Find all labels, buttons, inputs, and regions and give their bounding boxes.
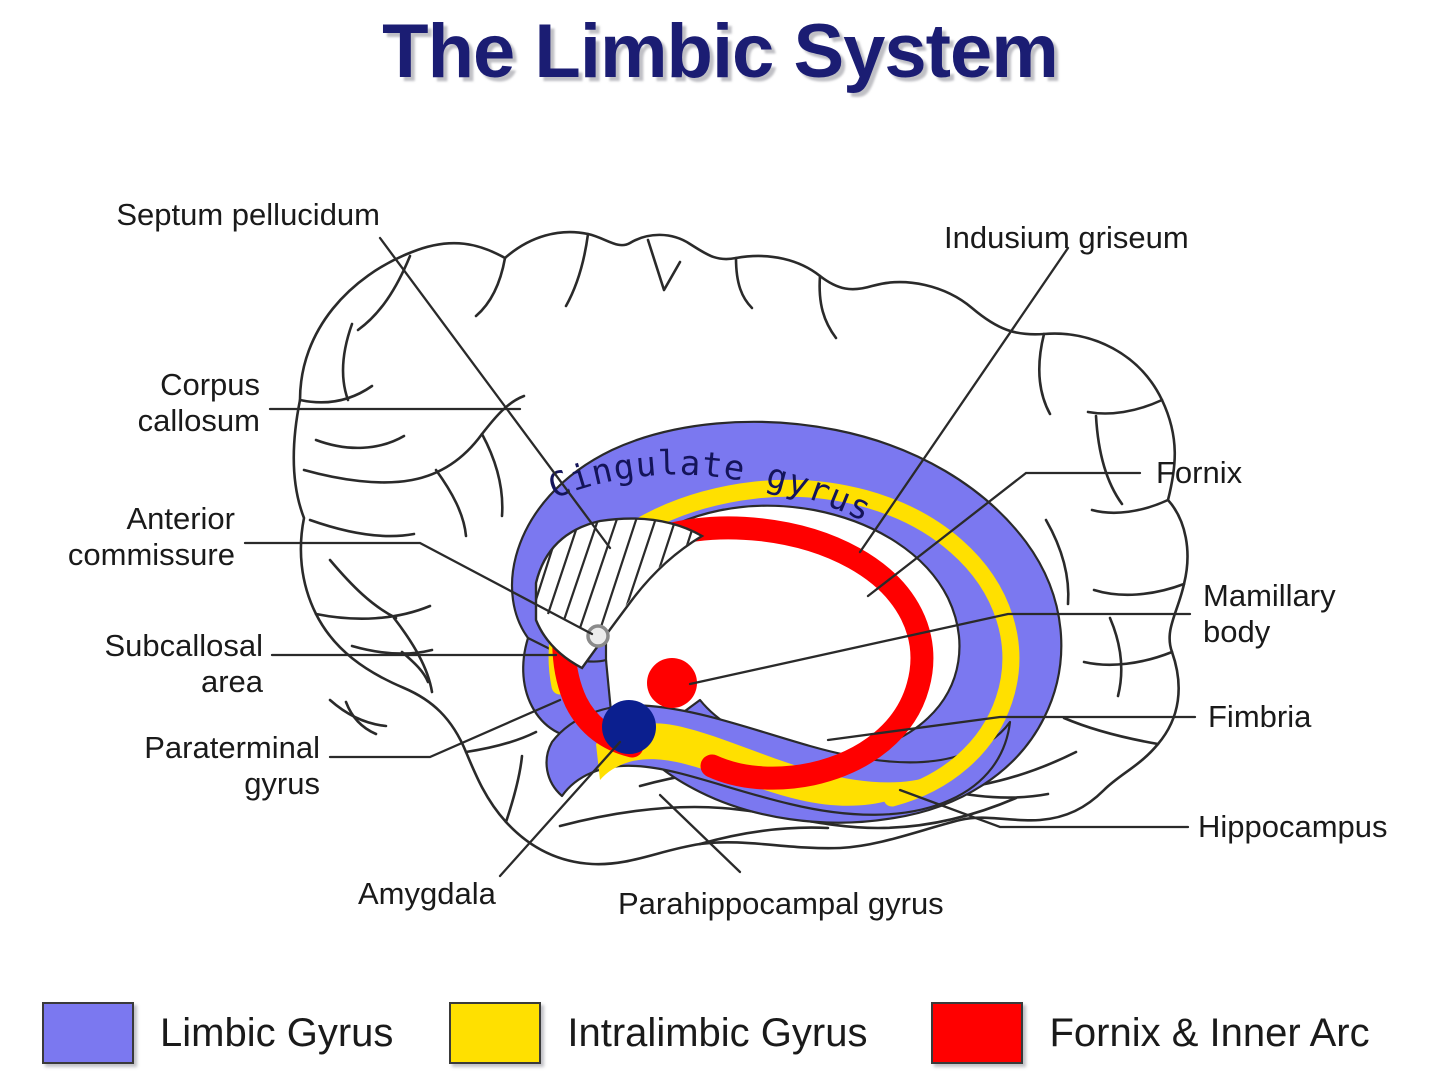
label-subcallosal-area: Subcallosal area xyxy=(104,628,263,699)
legend-item-intralimbic-gyrus: Intralimbic Gyrus xyxy=(449,1002,867,1064)
anterior-commissure-marker xyxy=(586,624,610,648)
page-title: The Limbic System xyxy=(382,9,1059,94)
legend: Limbic Gyrus Intralimbic Gyrus Fornix & … xyxy=(0,995,1440,1071)
leader-paraterminal-gyrus xyxy=(328,698,562,759)
leader-indusium-griseum xyxy=(858,246,1070,554)
legend-item-fornix-inner-arc: Fornix & Inner Arc xyxy=(931,1002,1370,1064)
label-indusium-griseum: Indusium griseum xyxy=(944,220,1189,255)
label-mamillary-body: Mamillary body xyxy=(1203,578,1336,649)
leader-lines xyxy=(243,236,1197,878)
leader-hippocampus xyxy=(898,788,1190,829)
legend-swatch-limbic-gyrus xyxy=(42,1002,134,1064)
amygdala-marker xyxy=(602,700,656,754)
leader-anterior-commissure xyxy=(243,541,594,636)
leader-parahippocampal-gyrus xyxy=(658,793,742,874)
legend-item-limbic-gyrus: Limbic Gyrus xyxy=(42,1002,393,1064)
mamillary-body-marker xyxy=(647,658,697,708)
label-hippocampus: Hippocampus xyxy=(1198,809,1388,844)
legend-label-intralimbic-gyrus: Intralimbic Gyrus xyxy=(567,1010,868,1055)
legend-label-limbic-gyrus: Limbic Gyrus xyxy=(160,1010,394,1055)
leader-fimbria xyxy=(826,715,1197,742)
intralimbic-gyrus-temporal xyxy=(596,723,932,806)
leader-mamillary-body xyxy=(688,612,1192,686)
leader-amygdala xyxy=(498,740,622,878)
label-fimbria: Fimbria xyxy=(1208,699,1312,734)
label-paraterminal-gyrus: Paraterminal gyrus xyxy=(144,730,320,801)
label-fornix: Fornix xyxy=(1156,455,1243,490)
label-corpus-callosum: Corpus callosum xyxy=(137,367,260,438)
leader-fornix xyxy=(866,471,1142,598)
brain-outline xyxy=(292,230,1189,866)
label-septum-pellucidum: Septum pellucidum xyxy=(116,197,380,232)
leader-septum-pellucidum xyxy=(378,236,612,550)
legend-swatch-intralimbic-gyrus xyxy=(449,1002,542,1064)
label-parahippocampal-gyrus: Parahippocampal gyrus xyxy=(618,886,944,921)
legend-swatch-fornix-inner-arc xyxy=(931,1002,1024,1064)
brain-diagram: Cingulate gyrus xyxy=(243,230,1197,878)
label-amygdala: Amygdala xyxy=(358,876,496,911)
legend-label-fornix-inner-arc: Fornix & Inner Arc xyxy=(1049,1010,1370,1055)
label-anterior-commissure: Anterior commissure xyxy=(67,501,235,572)
